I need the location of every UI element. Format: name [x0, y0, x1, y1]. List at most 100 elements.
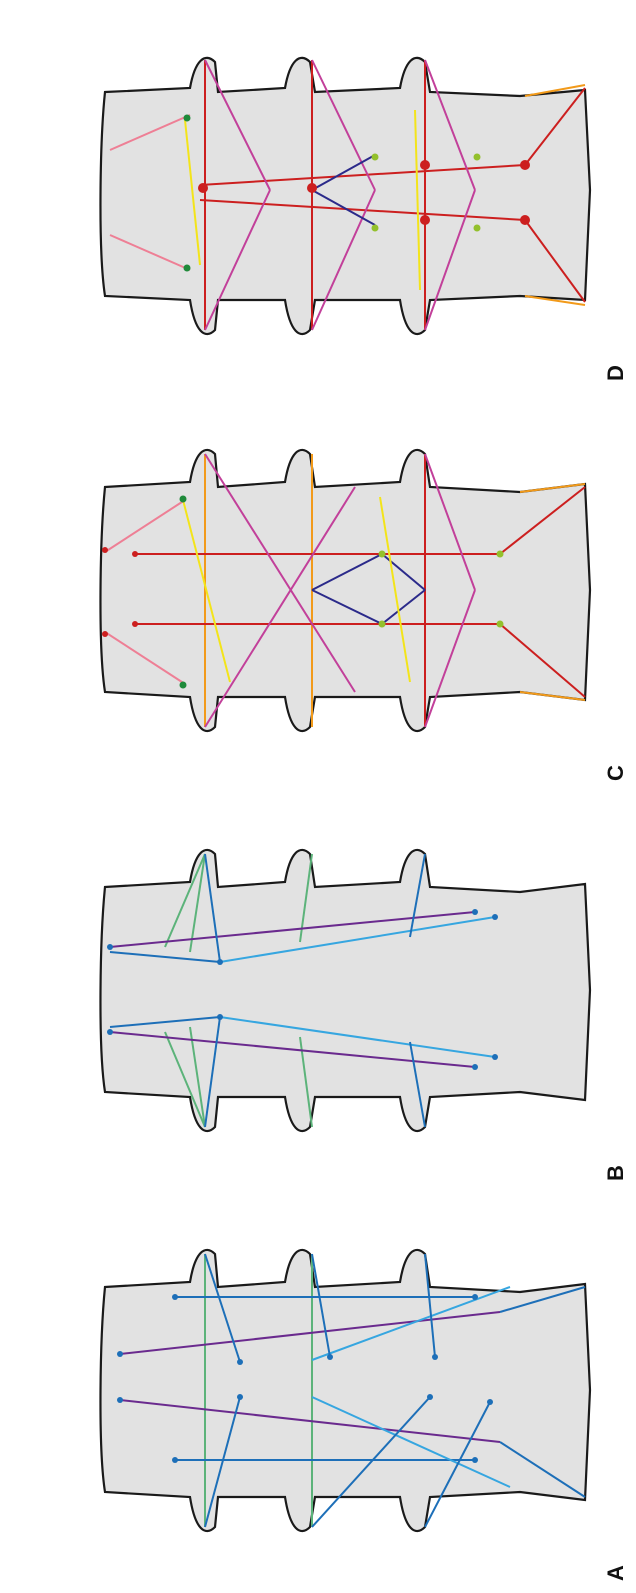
attachment-point — [132, 621, 138, 627]
muscle-line — [109, 234, 191, 271]
muscle-line — [381, 589, 426, 625]
tardigrade-body-a — [99, 1248, 592, 1533]
muscle-line — [164, 1031, 206, 1128]
attachment-point — [217, 1014, 223, 1020]
muscle-line — [204, 59, 271, 191]
muscle-line — [379, 496, 411, 683]
muscle-line — [424, 59, 476, 191]
attachment-point — [179, 681, 187, 689]
muscle-line — [204, 189, 271, 331]
muscle-line — [299, 853, 313, 943]
muscle-line — [299, 1036, 313, 1128]
tardigrade-body-c — [99, 448, 592, 733]
muscle-line — [104, 631, 186, 685]
muscle-line — [119, 1311, 501, 1355]
muscle-lines-b — [109, 853, 496, 1128]
attachment-point — [107, 1029, 113, 1035]
attachment-point — [420, 215, 430, 225]
panel-label-b: B — [602, 1165, 628, 1181]
attachment-point — [117, 1397, 123, 1403]
muscle-line — [409, 853, 426, 938]
panel-label-a: A — [602, 1565, 628, 1581]
muscle-line — [424, 453, 476, 591]
attachment-point — [102, 547, 108, 553]
muscle-line — [311, 1396, 431, 1528]
muscle-line — [424, 1401, 491, 1528]
muscle-line — [219, 1016, 496, 1058]
panel-label-c: C — [602, 765, 628, 781]
attachment-point — [183, 114, 191, 122]
attachment-point — [487, 1399, 493, 1405]
muscle-line — [499, 1441, 586, 1498]
attachment-point — [172, 1457, 178, 1463]
muscle-line — [182, 499, 231, 683]
attachment-point — [472, 1294, 478, 1300]
muscle-line — [424, 1253, 436, 1358]
attachment-point — [473, 153, 481, 161]
panel-a: A — [0, 1192, 636, 1593]
muscle-line — [499, 1286, 586, 1313]
attachment-point — [432, 1354, 438, 1360]
muscle-line — [189, 853, 206, 953]
muscle-line — [204, 486, 356, 728]
muscle-line — [311, 59, 376, 191]
muscle-lines-d — [109, 59, 586, 331]
attachment-point — [472, 1064, 478, 1070]
muscle-line — [499, 486, 586, 555]
panel-b-drawing — [99, 848, 592, 1133]
attachment-point — [378, 620, 386, 628]
muscle-line — [409, 1041, 426, 1128]
attachment-points-a — [117, 1294, 493, 1463]
attachment-point — [496, 550, 504, 558]
body-outline — [99, 848, 592, 1133]
attachment-points-c — [102, 495, 504, 689]
attachment-points-d — [183, 114, 530, 272]
muscle-line — [519, 691, 586, 701]
attachment-point — [472, 1457, 478, 1463]
muscle-line — [499, 623, 586, 698]
attachment-point — [237, 1359, 243, 1365]
panel-label-d: D — [602, 365, 628, 381]
muscle-line — [524, 295, 586, 306]
attachment-point — [371, 224, 379, 232]
attachment-point — [117, 1351, 123, 1357]
tardigrade-body-b — [99, 848, 592, 1133]
muscle-lines-a — [119, 1253, 586, 1528]
attachment-point — [198, 183, 208, 193]
attachment-point — [172, 1294, 178, 1300]
attachment-point — [237, 1394, 243, 1400]
muscle-line — [204, 1253, 241, 1363]
attachment-point — [496, 620, 504, 628]
muscle-line — [311, 1396, 511, 1488]
attachment-point — [179, 495, 187, 503]
attachment-point — [492, 1054, 498, 1060]
attachment-point — [217, 959, 223, 965]
attachment-point — [492, 914, 498, 920]
muscle-line — [204, 453, 356, 693]
muscle-line — [311, 154, 376, 191]
attachment-point — [183, 264, 191, 272]
muscle-line — [109, 114, 191, 151]
attachment-point — [420, 160, 430, 170]
attachment-point — [327, 1354, 333, 1360]
attachment-point — [472, 909, 478, 915]
muscle-line — [189, 1026, 206, 1128]
panel-d-drawing — [99, 56, 592, 336]
attachment-points-b — [107, 909, 498, 1070]
attachment-point — [378, 550, 386, 558]
muscle-line — [219, 916, 496, 963]
attachment-point — [132, 551, 138, 557]
muscle-line — [199, 199, 526, 221]
muscle-line — [199, 164, 526, 186]
muscle-line — [424, 589, 476, 728]
muscle-line — [424, 189, 476, 331]
body-outline — [99, 448, 592, 733]
attachment-point — [371, 153, 379, 161]
muscle-line — [184, 119, 201, 266]
body-outline — [99, 56, 592, 336]
muscle-line — [311, 189, 376, 331]
muscle-line — [381, 553, 426, 591]
muscle-line — [109, 1016, 221, 1028]
attachment-point — [520, 160, 530, 170]
muscle-line — [519, 483, 586, 493]
